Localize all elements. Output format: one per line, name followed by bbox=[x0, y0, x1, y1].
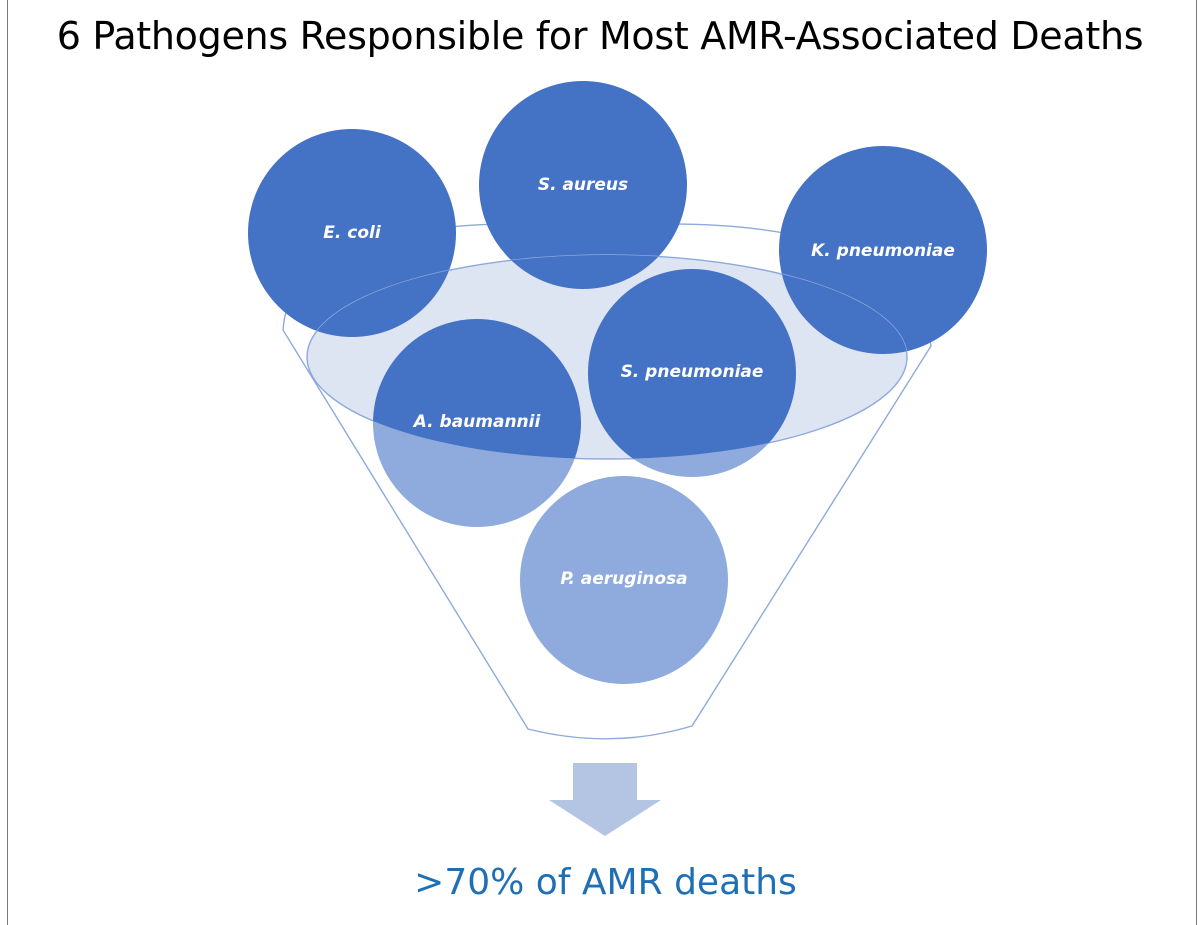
left-border bbox=[7, 0, 8, 925]
pathogen-label: P. aeruginosa bbox=[560, 569, 687, 589]
result-caption: >70% of AMR deaths bbox=[414, 862, 797, 903]
pathogen-label: S. pneumoniae bbox=[621, 362, 764, 382]
pathogen-circle-s-pneumoniae bbox=[588, 269, 796, 459]
pathogen-label: S. aureus bbox=[538, 175, 628, 195]
pathogen-label: E. coli bbox=[323, 223, 382, 243]
pathogen-circle-k-pneumoniae-rim bbox=[779, 255, 907, 354]
pathogen-label: A. baumannii bbox=[412, 412, 542, 432]
pathogen-circle-p-aeruginosa bbox=[520, 476, 728, 684]
down-arrow-icon bbox=[549, 763, 661, 836]
pathogen-label: K. pneumoniae bbox=[811, 241, 955, 261]
right-border bbox=[1196, 0, 1197, 925]
slide-title: 6 Pathogens Responsible for Most AMR-Ass… bbox=[56, 14, 1144, 58]
pathogen-circle-a-baumannii bbox=[373, 319, 581, 459]
pathogen-circle-e-coli-rim bbox=[307, 255, 456, 337]
pathogen-circle-s-aureus bbox=[479, 81, 687, 289]
